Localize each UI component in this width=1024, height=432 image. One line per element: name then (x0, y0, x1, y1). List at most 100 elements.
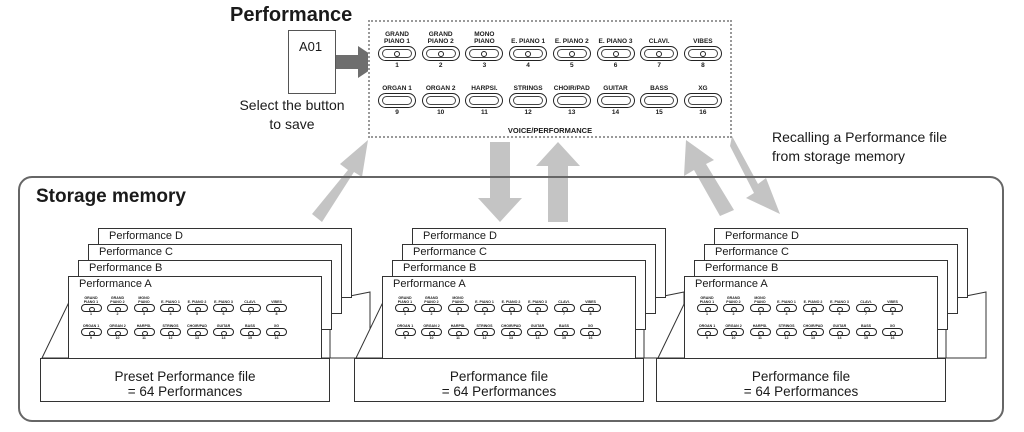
mini-button-label: STRINGS (162, 324, 179, 328)
mini-button-oval (447, 304, 469, 312)
mini-button-oval (160, 304, 181, 312)
mini-button-label: BASS (559, 324, 569, 328)
mini-button-label: GRAND PIANO 2 (424, 296, 439, 304)
tray-caption-line: = 64 Performances (743, 384, 859, 399)
button-number: 8 (701, 62, 705, 69)
mini-button-number: 13 (509, 336, 513, 340)
tray-front: Preset Performance file= 64 Performances (40, 358, 330, 402)
save-caption-line: Select the button (239, 97, 345, 113)
mini-button-number: 2 (732, 312, 735, 316)
mini-button-oval (580, 328, 601, 336)
button-oval[interactable] (378, 93, 416, 108)
button-oval[interactable] (552, 46, 591, 61)
performance-button-8[interactable]: VIBES 8 (681, 30, 725, 69)
button-oval[interactable] (421, 46, 460, 61)
led-icon (568, 50, 575, 57)
mini-button-oval (474, 328, 495, 336)
mini-button-oval (855, 304, 877, 312)
sheet-label: Performance C (413, 246, 487, 258)
button-oval[interactable] (465, 93, 504, 108)
mini-button-label: VIBES (585, 300, 596, 304)
mini-button-label: E. PIANO 1 (777, 300, 796, 304)
mini-button-label: VIBES (887, 300, 898, 304)
mini-button-oval (776, 328, 797, 336)
button-oval[interactable] (421, 93, 460, 108)
mini-button-label: E. PIANO 1 (475, 300, 494, 304)
mini-button-oval (394, 328, 416, 336)
mini-button-oval (186, 328, 208, 336)
button-number: 3 (482, 62, 487, 69)
mini-button-oval (802, 328, 824, 336)
button-oval[interactable] (378, 46, 416, 61)
mini-button-oval (527, 304, 548, 312)
led-icon (481, 50, 488, 57)
button-number: 2 (438, 62, 443, 69)
mini-button-oval (749, 304, 771, 312)
button-oval[interactable] (596, 46, 635, 61)
mini-button-label: STRINGS (778, 324, 795, 328)
mini-button-label: BASS (245, 324, 255, 328)
button-oval[interactable] (683, 46, 722, 61)
current-slot-label: A01 (299, 39, 323, 54)
mini-button-oval (421, 304, 442, 312)
button-number: 6 (613, 62, 618, 69)
mini-button-number: 1 (90, 312, 92, 316)
button-oval[interactable] (596, 93, 635, 108)
mini-button-oval (80, 304, 102, 312)
led-icon (525, 50, 532, 57)
button-oval[interactable] (640, 46, 679, 61)
storage-memory-frame (18, 176, 1004, 422)
button-label: VIBES (693, 38, 713, 45)
mini-button-oval (500, 304, 522, 312)
mini-button-oval (882, 304, 903, 312)
mini-button-oval (107, 328, 128, 336)
performance-button-11[interactable]: HARPSI.11 (462, 77, 506, 116)
performance-button-7[interactable]: CLAVI.7 (637, 30, 681, 69)
save-arrow-left (312, 140, 368, 222)
button-oval[interactable] (509, 93, 548, 108)
button-number: 14 (611, 109, 620, 116)
button-oval[interactable] (509, 46, 548, 61)
mini-button-label: CLAVI. (860, 300, 872, 304)
button-oval[interactable] (683, 93, 722, 108)
button-label: ORGAN 1 (382, 85, 412, 92)
mini-button-number: 13 (195, 336, 199, 340)
button-oval[interactable] (640, 93, 679, 108)
button-oval[interactable] (552, 93, 591, 108)
mini-button-oval (266, 328, 287, 336)
mini-button-number: 11 (142, 336, 146, 340)
led-icon (394, 50, 400, 57)
mini-button-number: 4 (483, 312, 486, 316)
button-oval[interactable] (465, 46, 504, 61)
mini-button-oval (160, 328, 181, 336)
mini-button-number: 16 (588, 336, 593, 340)
mini-button-label: E. PIANO 3 (214, 300, 233, 304)
button-label: HARPSI. (471, 85, 498, 92)
mini-button-label: E. PIANO 2 (803, 300, 823, 304)
mini-button-oval (239, 328, 261, 336)
